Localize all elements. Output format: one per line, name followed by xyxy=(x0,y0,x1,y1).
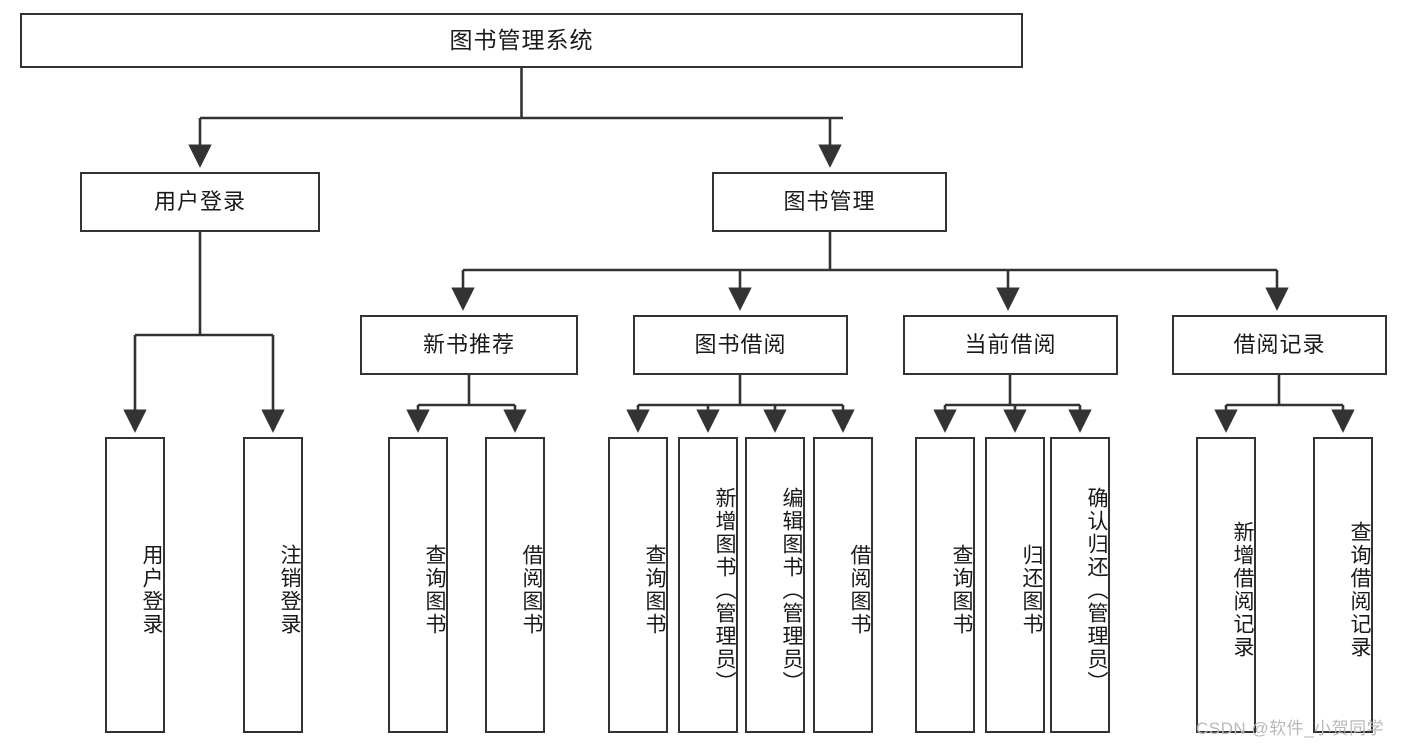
leaf-return-book[interactable]: 归还图书 xyxy=(985,437,1045,733)
node-current-borrowing[interactable]: 当前借阅 xyxy=(903,315,1118,375)
node-new-book-recommendation[interactable]: 新书推荐 xyxy=(360,315,578,375)
leaf-label: 注销登录 xyxy=(278,544,301,636)
leaf-edit-book[interactable]: 编辑图书（管理员） xyxy=(745,437,805,733)
node-user-login[interactable]: 用户登录 xyxy=(80,172,320,232)
leaf-query-book-borrow[interactable]: 查询图书 xyxy=(608,437,668,733)
leaf-borrow-book-rec[interactable]: 借阅图书 xyxy=(485,437,545,733)
leaf-label: 用户登录 xyxy=(140,544,163,636)
leaf-add-book[interactable]: 新增图书（管理员） xyxy=(678,437,738,733)
leaf-label: 借阅图书 xyxy=(520,544,543,636)
leaf-add-record[interactable]: 新增借阅记录 xyxy=(1196,437,1256,733)
leaf-query-book-rec[interactable]: 查询图书 xyxy=(388,437,448,733)
leaf-label: 查询图书 xyxy=(643,544,666,636)
node-book-management[interactable]: 图书管理 xyxy=(712,172,947,232)
leaf-label: 查询图书 xyxy=(423,544,446,636)
leaf-label: 查询借阅记录 xyxy=(1348,521,1371,659)
leaf-confirm-return[interactable]: 确认归还（管理员） xyxy=(1050,437,1110,733)
csdn-watermark: CSDN @软件_小贺同学 xyxy=(1196,719,1385,738)
node-root-system[interactable]: 图书管理系统 xyxy=(20,13,1023,68)
leaf-label: 查询图书 xyxy=(950,544,973,636)
leaf-label: 新增借阅记录 xyxy=(1231,521,1254,659)
node-borrowing-record[interactable]: 借阅记录 xyxy=(1172,315,1387,375)
leaf-label: 归还图书 xyxy=(1020,544,1043,636)
leaf-label: 借阅图书 xyxy=(848,544,871,636)
leaf-logout[interactable]: 注销登录 xyxy=(243,437,303,733)
leaf-label: 新增图书（管理员） xyxy=(713,486,736,694)
leaf-query-record[interactable]: 查询借阅记录 xyxy=(1313,437,1373,733)
leaf-label: 编辑图书（管理员） xyxy=(780,486,803,694)
leaf-label: 确认归还（管理员） xyxy=(1085,486,1108,694)
leaf-user-login[interactable]: 用户登录 xyxy=(105,437,165,733)
node-book-borrowing[interactable]: 图书借阅 xyxy=(633,315,848,375)
leaf-query-book-current[interactable]: 查询图书 xyxy=(915,437,975,733)
leaf-borrow-book[interactable]: 借阅图书 xyxy=(813,437,873,733)
